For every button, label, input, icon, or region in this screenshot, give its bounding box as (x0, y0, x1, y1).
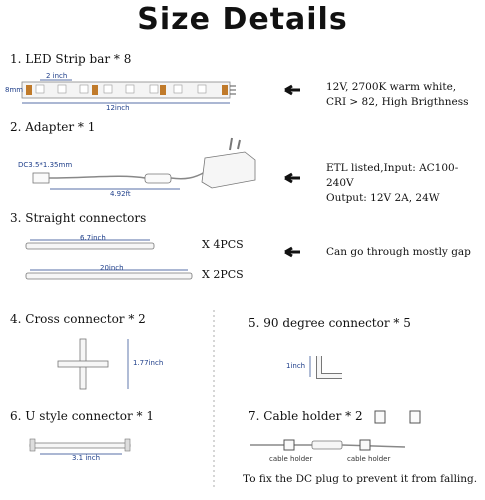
led-length-label: 12inch (106, 104, 130, 112)
straight-heading: 3. Straight connectors (10, 211, 147, 225)
led-spec-line-1: 12V, 2700K warm white, (326, 81, 457, 93)
led-strip-heading: 1. LED Strip bar * 8 (10, 52, 132, 66)
page-title: Size Details (137, 2, 348, 37)
holder-left-label: cable holder (269, 455, 313, 463)
straight-short-qty: X 4PCS (202, 238, 244, 251)
cross-dim-label: 1.77inch (133, 359, 164, 367)
led-width-label: 2 inch (46, 72, 68, 80)
led-height-label: 8mm (5, 86, 24, 94)
degree-heading: 5. 90 degree connector * 5 (248, 316, 411, 330)
adapter-plug-label: DC3.5*1.35mm (18, 161, 73, 169)
holder-right-label: cable holder (347, 455, 391, 463)
adapter-heading: 2. Adapter * 1 (10, 120, 96, 134)
ustyle-heading: 6. U style connector * 1 (10, 409, 154, 423)
straight-note: Can go through mostly gap (326, 246, 471, 258)
led-spec-line-2: CRI > 82, High Brigthness (326, 96, 469, 108)
cross-heading: 4. Cross connector * 2 (10, 312, 146, 326)
ustyle-dim-label: 3.1 inch (72, 454, 101, 462)
degree-dim-label: 1inch (286, 362, 306, 370)
adapter-spec-line-2: Output: 12V 2A, 24W (326, 192, 440, 204)
straight-long-label: 20inch (100, 264, 124, 272)
adapter-spec-line-1: ETL listed,Input: AC100-240V (326, 162, 459, 189)
adapter-cable-label: 4.92ft (110, 190, 131, 198)
straight-short-label: 6.7inch (80, 234, 106, 242)
holder-heading: 7. Cable holder * 2 (248, 409, 363, 423)
adapter-spec: ETL listed,Input: AC100-240V Output: 12V… (326, 161, 485, 206)
holder-note: To fix the DC plug to prevent it from fa… (243, 473, 478, 485)
led-spec: 12V, 2700K warm white, CRI > 82, High Br… (326, 80, 468, 110)
straight-long-qty: X 2PCS (202, 268, 244, 281)
